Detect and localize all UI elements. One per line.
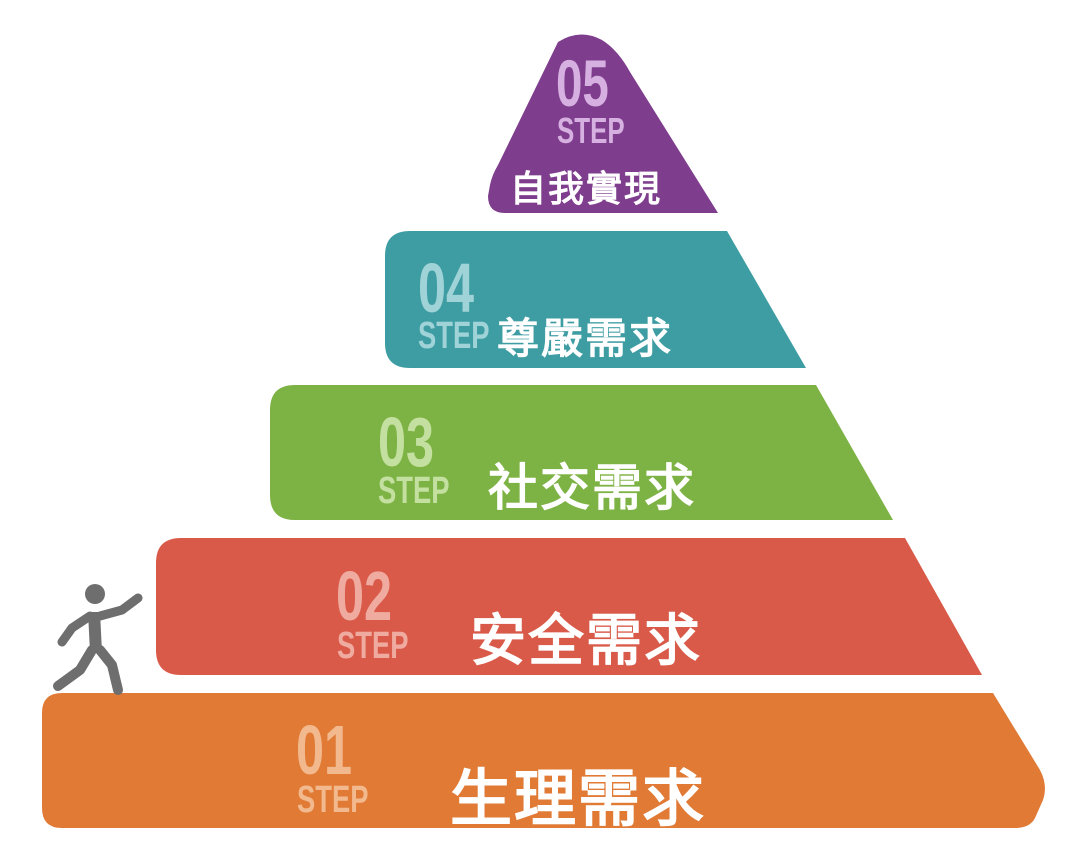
- tier-4-number: 04: [418, 249, 475, 327]
- tier-4-shape: [385, 231, 806, 368]
- tier-3-shape: [270, 385, 893, 520]
- tier-1-label: 生理需求: [450, 762, 707, 835]
- tier-2-shape: [156, 538, 982, 675]
- tier-5-step-word: STEP: [557, 110, 625, 151]
- tier-2-step-word: STEP: [337, 625, 409, 667]
- tier-1-step-word: STEP: [297, 779, 369, 821]
- tier-5-shape: [488, 34, 718, 213]
- tier-2-label: 安全需求: [470, 609, 702, 674]
- tier-2-number: 02: [336, 557, 393, 635]
- tier-1-shape: [42, 693, 1045, 828]
- tier-1-number: 01: [296, 711, 353, 789]
- tier-4-label: 尊嚴需求: [497, 314, 674, 363]
- tier-4-step-word: STEP: [418, 315, 490, 357]
- tier-3-label: 社交需求: [488, 459, 696, 517]
- tier-3-step-word: STEP: [378, 470, 450, 512]
- tier-5-number: 05: [556, 46, 609, 120]
- tier-3-number: 03: [378, 403, 435, 481]
- tier-5-label: 自我實現: [510, 169, 663, 210]
- running-person-icon: [53, 584, 143, 695]
